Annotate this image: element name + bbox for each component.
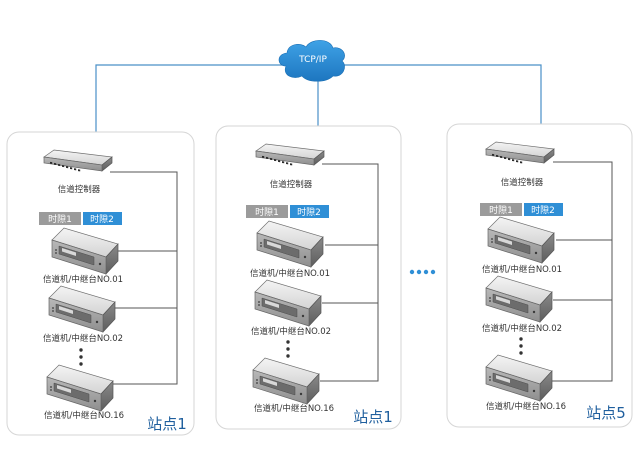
slot1-badge [246, 205, 288, 218]
slot1-badge [39, 212, 81, 225]
slot2-badge [83, 212, 122, 225]
slot1-label: 时隙1 [48, 213, 72, 225]
slot2-label: 时隙2 [531, 204, 555, 216]
site-panel-1: 信道控制器 时隙1 时隙2 信道机/中继台NO.01 信道机/中继台NO.02 … [6, 131, 195, 436]
tcpip-cloud: TCP/IP [278, 40, 345, 82]
slot2-label: 时隙2 [297, 206, 321, 218]
site-panel-2: 信道控制器 时隙1 时隙2 信道机/中继台NO.01 信道机/中继台NO.02 … [215, 125, 402, 430]
slot2-label: 时隙2 [90, 213, 114, 225]
ellipsis-text: .... [422, 259, 424, 261]
site-panel-5: 信道控制器 时隙1 时隙2 信道机/中继台NO.01 信道机/中继台NO.02 … [446, 123, 633, 428]
site-frame [6, 131, 195, 436]
network-link-site-a [95, 64, 290, 132]
repeater-label: 信道机/中继台NO.01 [482, 264, 562, 275]
repeater-label: 信道机/中继台NO.16 [486, 401, 566, 412]
more-sites-ellipsis-icon [409, 269, 436, 275]
site-bus-wire [552, 161, 613, 382]
slot1-label: 时隙1 [255, 206, 279, 218]
vertical-ellipsis-icon [519, 337, 523, 355]
slot2-badge [524, 203, 563, 216]
repeater-label: 信道机/中继台NO.01 [250, 268, 330, 279]
site-label: 站点1 [353, 408, 393, 426]
site-bus-wire [110, 171, 178, 385]
site-frame [215, 125, 402, 430]
site-bus-wire [320, 163, 379, 382]
vertical-ellipsis-icon [79, 348, 83, 366]
slot1-label: 时隙1 [489, 204, 513, 216]
slot1-badge [480, 203, 522, 216]
controller-label: 信道控制器 [270, 179, 313, 190]
repeater-label: 信道机/中继台NO.16 [254, 403, 334, 414]
repeater-label: 信道机/中继台NO.02 [251, 326, 331, 337]
network-link-site-c [344, 64, 542, 124]
cloud-label: TCP/IP [298, 55, 327, 65]
repeater-label: 信道机/中继台NO.02 [43, 333, 123, 344]
slot2-badge [290, 205, 329, 218]
repeater-label: 信道机/中继台NO.02 [482, 323, 562, 334]
site-frame [446, 123, 633, 428]
repeater-label: 信道机/中继台NO.01 [43, 274, 123, 285]
vertical-ellipsis-icon [286, 340, 290, 358]
repeater-label: 信道机/中继台NO.16 [44, 410, 124, 421]
controller-label: 信道控制器 [501, 177, 544, 188]
controller-label: 信道控制器 [58, 184, 101, 195]
site-label: 站点1 [147, 415, 187, 433]
site-label: 站点5 [586, 404, 626, 422]
